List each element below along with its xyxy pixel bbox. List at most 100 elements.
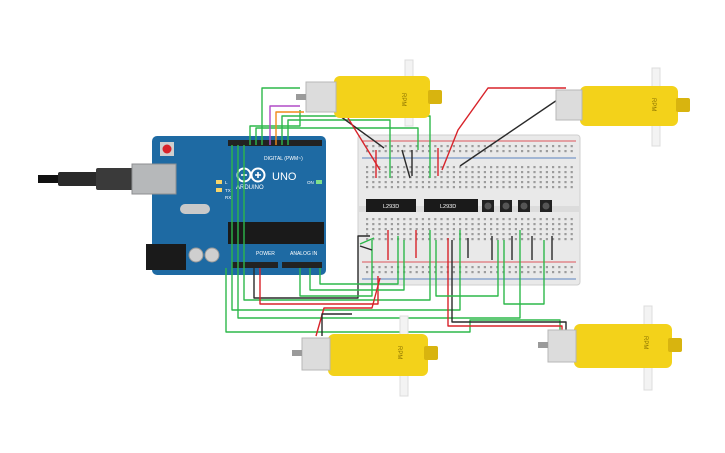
breadboard-hole xyxy=(403,150,406,153)
wire-green[interactable] xyxy=(249,110,301,145)
wire-black[interactable] xyxy=(359,245,373,251)
wire-red[interactable] xyxy=(315,277,381,337)
breadboard-hole xyxy=(409,186,412,189)
wire-green[interactable] xyxy=(435,240,499,297)
breadboard-hole xyxy=(490,150,493,153)
wire-black[interactable] xyxy=(459,93,567,167)
breadboard-hole xyxy=(558,218,561,221)
analog-header[interactable] xyxy=(282,262,322,268)
breadboard-hole xyxy=(465,171,468,174)
rx-led-label: RX xyxy=(225,195,231,200)
wire-green[interactable] xyxy=(309,240,405,291)
push-button-4[interactable] xyxy=(540,200,552,212)
breadboard-hole xyxy=(428,176,431,179)
breadboard-hole xyxy=(496,150,499,153)
breadboard-hole xyxy=(384,238,387,241)
breadboard-hole xyxy=(378,171,381,174)
breadboard-hole xyxy=(471,238,474,241)
wire-green[interactable] xyxy=(231,145,461,311)
breadboard-hole xyxy=(502,150,505,153)
breadboard-hole xyxy=(465,266,468,269)
breadboard-hole xyxy=(521,176,524,179)
breadboard-hole xyxy=(527,218,530,221)
breadboard-hole xyxy=(465,233,468,236)
breadboard-hole xyxy=(390,223,393,226)
digital-header[interactable] xyxy=(228,140,322,146)
breadboard-hole xyxy=(558,145,561,148)
breadboard-hole xyxy=(552,176,555,179)
breadboard-hole xyxy=(366,218,369,221)
breadboard-hole xyxy=(483,223,486,226)
wire-green[interactable] xyxy=(261,87,300,145)
wire-red[interactable] xyxy=(441,87,566,171)
push-button-1[interactable] xyxy=(482,200,494,212)
breadboard-hole xyxy=(527,150,530,153)
breadboard-hole xyxy=(452,266,455,269)
wire-orange[interactable] xyxy=(275,111,304,145)
wire-green[interactable] xyxy=(359,237,375,245)
breadboard-hole xyxy=(533,171,536,174)
wire-red[interactable] xyxy=(347,117,381,171)
l293d-chip-2[interactable]: L293D xyxy=(424,199,478,212)
breadboard-hole xyxy=(446,218,449,221)
breadboard-hole xyxy=(446,145,449,148)
breadboard-hole xyxy=(465,223,468,226)
motor-label: RPM xyxy=(400,93,406,106)
breadboard-hole xyxy=(514,223,517,226)
breadboard-hole xyxy=(390,238,393,241)
breadboard-hole xyxy=(527,176,530,179)
breadboard-hole xyxy=(570,166,573,169)
breadboard-hole xyxy=(552,181,555,184)
breadboard-hole xyxy=(508,233,511,236)
l293d-chip-1[interactable]: L293D xyxy=(366,199,416,212)
breadboard-hole xyxy=(397,150,400,153)
wire-black[interactable] xyxy=(401,149,411,179)
breadboard-hole xyxy=(471,181,474,184)
breadboard-hole xyxy=(452,176,455,179)
breadboard-hole xyxy=(496,228,499,231)
breadboard-hole xyxy=(483,228,486,231)
wire-black[interactable] xyxy=(339,115,385,149)
wire-green[interactable] xyxy=(287,119,391,178)
wire-green[interactable] xyxy=(299,240,373,297)
breadboard-hole xyxy=(390,176,393,179)
breadboard-hole xyxy=(533,181,536,184)
breadboard-hole xyxy=(552,171,555,174)
breadboard-hole xyxy=(421,150,424,153)
dc-motor-4[interactable]: RPM xyxy=(538,305,682,391)
wire-green[interactable] xyxy=(237,145,521,319)
on-led-label: ON xyxy=(307,180,314,185)
power-header[interactable] xyxy=(232,262,278,268)
dc-motor-3[interactable]: RPM xyxy=(292,315,438,397)
breadboard-hole xyxy=(477,145,480,148)
dc-motor-1[interactable]: RPM xyxy=(296,59,442,127)
wire-black[interactable] xyxy=(253,235,370,299)
breadboard-hole xyxy=(483,186,486,189)
breadboard-hole xyxy=(552,266,555,269)
breadboard-hole xyxy=(527,223,530,226)
push-button-3[interactable] xyxy=(518,200,530,212)
arduino-uno-board[interactable]: ARDUINO UNO DIGITAL (PWM~) POWER ANALOG … xyxy=(38,136,326,275)
breadboard-hole xyxy=(421,266,424,269)
breadboard-hole xyxy=(378,176,381,179)
breadboard-hole xyxy=(545,223,548,226)
wire-green[interactable] xyxy=(319,236,399,285)
dc-motor-2[interactable]: RPM xyxy=(555,67,690,147)
breadboard-hole xyxy=(502,223,505,226)
wire-green[interactable] xyxy=(243,145,431,301)
wire-green[interactable] xyxy=(255,127,419,150)
breadboard-hole xyxy=(477,171,480,174)
breadboard-hole xyxy=(403,186,406,189)
breadboard-hole xyxy=(539,166,542,169)
wire-green[interactable] xyxy=(503,240,545,305)
breadboard-hole xyxy=(465,150,468,153)
breadboard-hole xyxy=(471,218,474,221)
push-button-2[interactable] xyxy=(500,200,512,212)
chip-label: L293D xyxy=(383,204,399,210)
wire-black[interactable] xyxy=(321,313,352,336)
breadboard-hole xyxy=(527,181,530,184)
breadboard-hole xyxy=(545,150,548,153)
breadboard-hole xyxy=(527,171,530,174)
wire-purple[interactable] xyxy=(269,105,300,145)
breadboard-hole xyxy=(390,228,393,231)
